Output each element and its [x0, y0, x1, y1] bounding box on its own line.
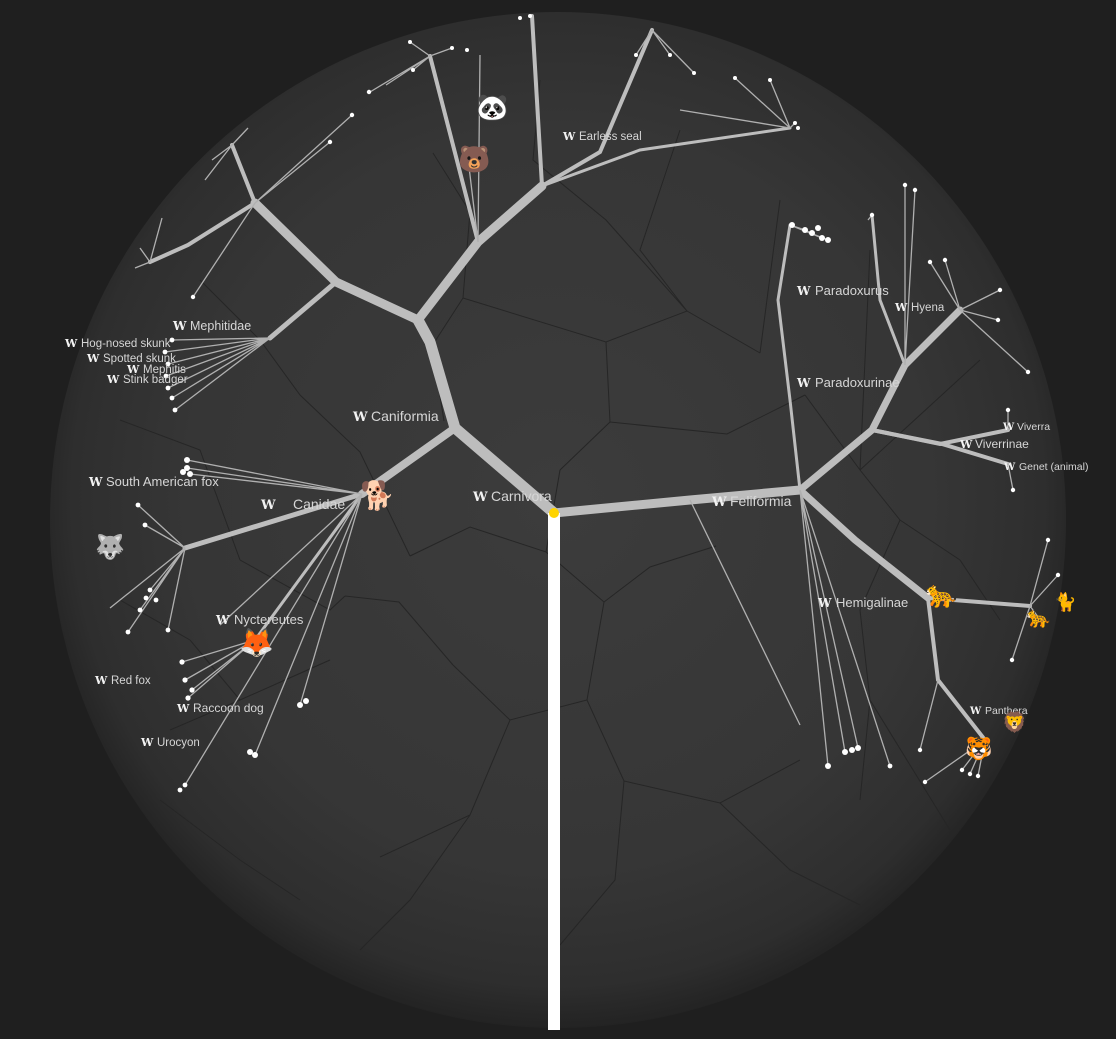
leaf-nodes — [125, 14, 1061, 793]
wikipedia-icon: W — [86, 352, 100, 365]
label-nyctereutes-text: Nyctereutes — [234, 612, 304, 627]
labels: W Carnivora W Caniformia W Feliformia W … — [64, 130, 1088, 749]
label-caniformia-text: Caniformia — [371, 408, 439, 424]
label-caniformia[interactable]: W Caniformia — [352, 408, 439, 425]
wikipedia-icon: W — [796, 284, 811, 298]
label-genet-text: Genet (animal) — [1019, 461, 1088, 473]
label-mephitis-text: Mephitis — [143, 364, 186, 376]
label-feliformia-text: Feliformia — [730, 493, 792, 509]
label-urocyon-text: Urocyon — [157, 737, 200, 749]
wikipedia-icon: W — [215, 613, 230, 627]
wikipedia-icon: W — [140, 736, 154, 749]
label-south-american-fox[interactable]: W South American fox — [88, 474, 219, 489]
wikipedia-icon: W — [172, 319, 187, 333]
wikipedia-icon: W — [817, 596, 832, 610]
wikipedia-icon: W — [126, 363, 140, 376]
label-paradoxurus[interactable]: W Paradoxurus — [796, 283, 889, 298]
wikipedia-icon: W — [969, 706, 982, 717]
panda-icon[interactable]: 🐼 — [476, 92, 509, 123]
wikipedia-icon: W — [64, 337, 78, 350]
wikipedia-icon: W — [260, 498, 276, 513]
label-hemigalinae[interactable]: W Hemigalinae — [817, 595, 908, 610]
wikipedia-icon: W — [94, 674, 108, 687]
leaf-branches — [109, 29, 1059, 786]
wikipedia-icon: W — [106, 373, 120, 386]
fox-icon[interactable]: 🦊 — [239, 626, 274, 659]
label-hog-nosed-skunk[interactable]: W Hog-nosed skunk — [64, 337, 171, 350]
label-stink-badger-text: Stink badger — [123, 374, 188, 386]
label-south-american-fox-text: South American fox — [106, 474, 219, 489]
label-red-fox-text: Red fox — [111, 675, 151, 687]
label-viverrinae[interactable]: W Viverrinae — [959, 437, 1029, 451]
wikipedia-icon: W — [1003, 462, 1016, 473]
cat-icon[interactable]: 🐈 — [1054, 591, 1076, 613]
label-spotted-skunk-text: Spotted skunk — [103, 353, 176, 365]
label-hyena[interactable]: W Hyena — [894, 301, 945, 314]
wikipedia-icon: W — [472, 490, 488, 505]
label-earless-seal[interactable]: W Earless seal — [562, 130, 642, 143]
wikipedia-icon: W — [176, 702, 190, 715]
lion-icon[interactable]: 🦁 — [1002, 710, 1027, 734]
label-hyena-text: Hyena — [911, 302, 945, 314]
label-nyctereutes[interactable]: W Nyctereutes — [215, 612, 304, 627]
label-raccoon-dog-text: Raccoon dog — [193, 701, 264, 715]
selected-node[interactable] — [549, 508, 559, 518]
label-hemigalinae-text: Hemigalinae — [836, 595, 908, 610]
label-genet[interactable]: W Genet (animal) — [1003, 461, 1088, 473]
wolf-icon[interactable]: 🐺 — [95, 533, 125, 561]
tiger-icon[interactable]: 🐯 — [965, 735, 992, 762]
label-earless-seal-text: Earless seal — [579, 131, 642, 143]
label-mephitidae-text: Mephitidae — [190, 319, 251, 333]
label-canidae-text: Canidae — [293, 496, 345, 512]
label-paradoxurinae-text: Paradoxurinae — [815, 375, 900, 390]
label-carnivora-text: Carnivora — [491, 488, 552, 504]
label-panthera-text: Panthera — [985, 705, 1028, 717]
wikipedia-icon: W — [1002, 422, 1015, 433]
label-mephitidae[interactable]: W Mephitidae — [172, 319, 251, 333]
label-paradoxurus-text: Paradoxurus — [815, 283, 889, 298]
label-urocyon[interactable]: W Urocyon — [140, 736, 200, 749]
label-viverrinae-text: Viverrinae — [975, 437, 1029, 451]
label-canidae[interactable]: W Canidae — [260, 496, 345, 513]
leopard-icon[interactable]: 🐆 — [925, 580, 957, 610]
wikipedia-icon: W — [352, 410, 368, 425]
label-carnivora[interactable]: W Carnivora — [472, 488, 552, 505]
dog-icon[interactable]: 🐕 — [360, 479, 395, 512]
label-paradoxurinae[interactable]: W Paradoxurinae — [796, 375, 900, 390]
label-hog-nosed-skunk-text: Hog-nosed skunk — [81, 338, 171, 350]
wikipedia-icon: W — [88, 475, 103, 489]
label-viverra[interactable]: W Viverra — [1002, 421, 1050, 433]
label-red-fox[interactable]: W Red fox — [94, 674, 151, 687]
wikipedia-icon: W — [796, 376, 811, 390]
label-viverra-text: Viverra — [1017, 421, 1050, 433]
label-stink-badger[interactable]: W Stink badger — [106, 373, 188, 386]
label-spotted-skunk[interactable]: W Spotted skunk — [86, 352, 176, 365]
wikipedia-icon: W — [959, 438, 973, 451]
main-branches — [148, 14, 1032, 742]
wikipedia-icon: W — [562, 130, 576, 143]
bear-icon[interactable]: 🐻 — [458, 143, 490, 175]
label-mephitis[interactable]: W Mephitis — [126, 363, 186, 376]
label-feliformia[interactable]: W Feliformia — [711, 493, 792, 510]
emoji-icons: 🐼 🐻 🐕 🐺 🦊 🐆 🐈 🐆 🦁 🐯 — [95, 92, 1076, 762]
label-panthera[interactable]: W Panthera — [969, 705, 1028, 717]
wikipedia-icon: W — [894, 301, 908, 314]
label-raccoon-dog[interactable]: W Raccoon dog — [176, 701, 264, 715]
leopard-small-icon[interactable]: 🐆 — [1026, 605, 1051, 629]
wikipedia-icon: W — [711, 495, 727, 510]
